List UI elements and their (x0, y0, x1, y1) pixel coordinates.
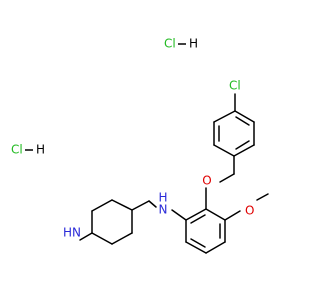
methoxy-oxygen-label: O (245, 204, 254, 218)
salt-hydrogen-label: H (189, 37, 198, 51)
bond (79, 232, 93, 241)
bond (213, 144, 235, 157)
salt-chlorine-label: Cl (164, 37, 176, 51)
bond (171, 209, 187, 221)
bond (213, 110, 236, 123)
amine-nitrogen-label: N (159, 203, 168, 217)
bond (111, 232, 133, 245)
bond (234, 110, 255, 123)
bond (131, 200, 150, 211)
bond (205, 241, 226, 254)
amine-hydrogen-label: H (158, 191, 167, 205)
bond (205, 208, 226, 221)
salt-hydrogen-label: H (36, 143, 45, 157)
bond (185, 208, 207, 221)
bond (235, 116, 250, 126)
bond (148, 200, 157, 208)
hydrochloride-salt-left: Cl H (11, 143, 45, 157)
piperidine-hydrogen-label: H (63, 226, 72, 240)
ether-oxygen-label: O (202, 174, 211, 188)
bond (91, 199, 113, 212)
bond (190, 214, 206, 224)
bond (233, 144, 255, 157)
bond (235, 140, 250, 150)
hydrochloride-salt-top: Cl H (164, 37, 198, 51)
bond (185, 241, 207, 254)
bond (190, 238, 206, 248)
bond (224, 210, 241, 221)
bond (256, 193, 269, 201)
bond-lines (79, 93, 269, 254)
piperidine-nitrogen-label: N (72, 226, 81, 240)
molecule-structure-diagram: Cl O O N H H N Cl H Cl H (11, 37, 269, 254)
chlorine-atom-label: Cl (229, 79, 241, 93)
bond (111, 199, 133, 211)
salt-chlorine-label: Cl (11, 143, 23, 157)
bond (219, 173, 235, 183)
bond (91, 232, 113, 245)
